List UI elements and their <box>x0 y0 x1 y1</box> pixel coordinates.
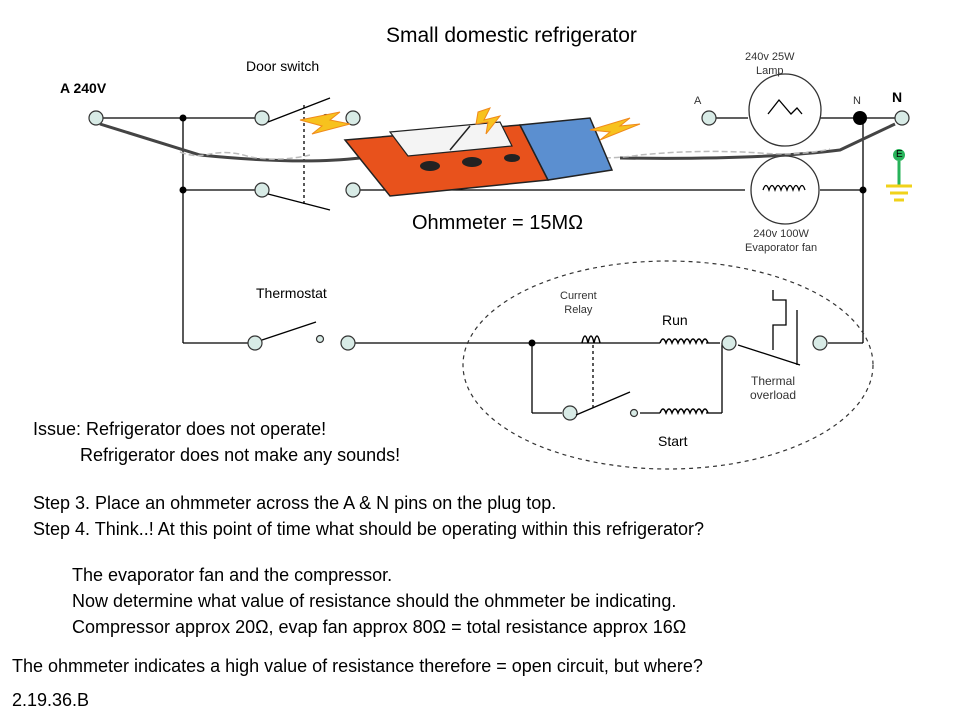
ohmmeter-reading: Ohmmeter = 15MΩ <box>412 212 584 234</box>
fan-label: 240v 100W Evaporator fan <box>745 228 818 254</box>
answer-block: The evaporator fan and the compressor. N… <box>72 562 686 640</box>
step-3: Step 3. Place an ohmmeter across the A &… <box>33 493 557 513</box>
earth-symbol <box>886 149 912 202</box>
answer-line-3: Compressor approx 20Ω, evap fan approx 8… <box>72 617 687 637</box>
compressor-boundary <box>462 260 874 470</box>
page-title: Small domestic refrigerator <box>386 24 637 47</box>
run-label: Run <box>662 312 688 328</box>
fan-symbol <box>750 155 820 225</box>
earth-label: E <box>896 149 903 160</box>
start-label: Start <box>658 433 688 449</box>
neutral-label: N <box>892 89 903 105</box>
pin-a-label: A <box>694 95 702 107</box>
thermal-overload-label: Thermal overload <box>750 374 797 402</box>
steps-block: Step 3. Place an ohmmeter across the A &… <box>33 490 704 542</box>
conclusion: The ohmmeter indicates a high value of r… <box>12 656 703 676</box>
supply-label: A 240V <box>60 80 107 96</box>
door-switch-label: Door switch <box>246 58 320 74</box>
current-relay-label: Current Relay <box>560 290 597 316</box>
junction-dots <box>179 114 867 347</box>
terminals <box>88 110 910 421</box>
neutral-pin <box>853 111 867 125</box>
ohmmeter <box>343 117 614 197</box>
answer-line-1: The evaporator fan and the compressor. <box>72 565 393 585</box>
thermostat-label: Thermostat <box>256 285 327 301</box>
thermal-overload-symbol <box>772 290 798 365</box>
lamp-symbol <box>748 73 822 147</box>
lamp-label: 240v 25W Lamp <box>745 51 795 77</box>
issue-line-2: Refrigerator does not make any sounds! <box>80 445 401 465</box>
switch-blades <box>261 97 801 416</box>
pin-n-label: N <box>853 95 861 107</box>
issue-block: Issue: Refrigerator does not operate! Re… <box>33 416 400 468</box>
answer-line-2: Now determine what value of resistance s… <box>72 591 677 611</box>
issue-line-1: Issue: Refrigerator does not operate! <box>33 419 327 439</box>
slide-code: 2.19.36.B <box>12 690 90 710</box>
spark-icon <box>299 107 641 141</box>
coils <box>581 335 709 416</box>
ohmmeter-leads <box>99 122 896 163</box>
step-4: Step 4. Think..! At this point of time w… <box>33 519 705 539</box>
